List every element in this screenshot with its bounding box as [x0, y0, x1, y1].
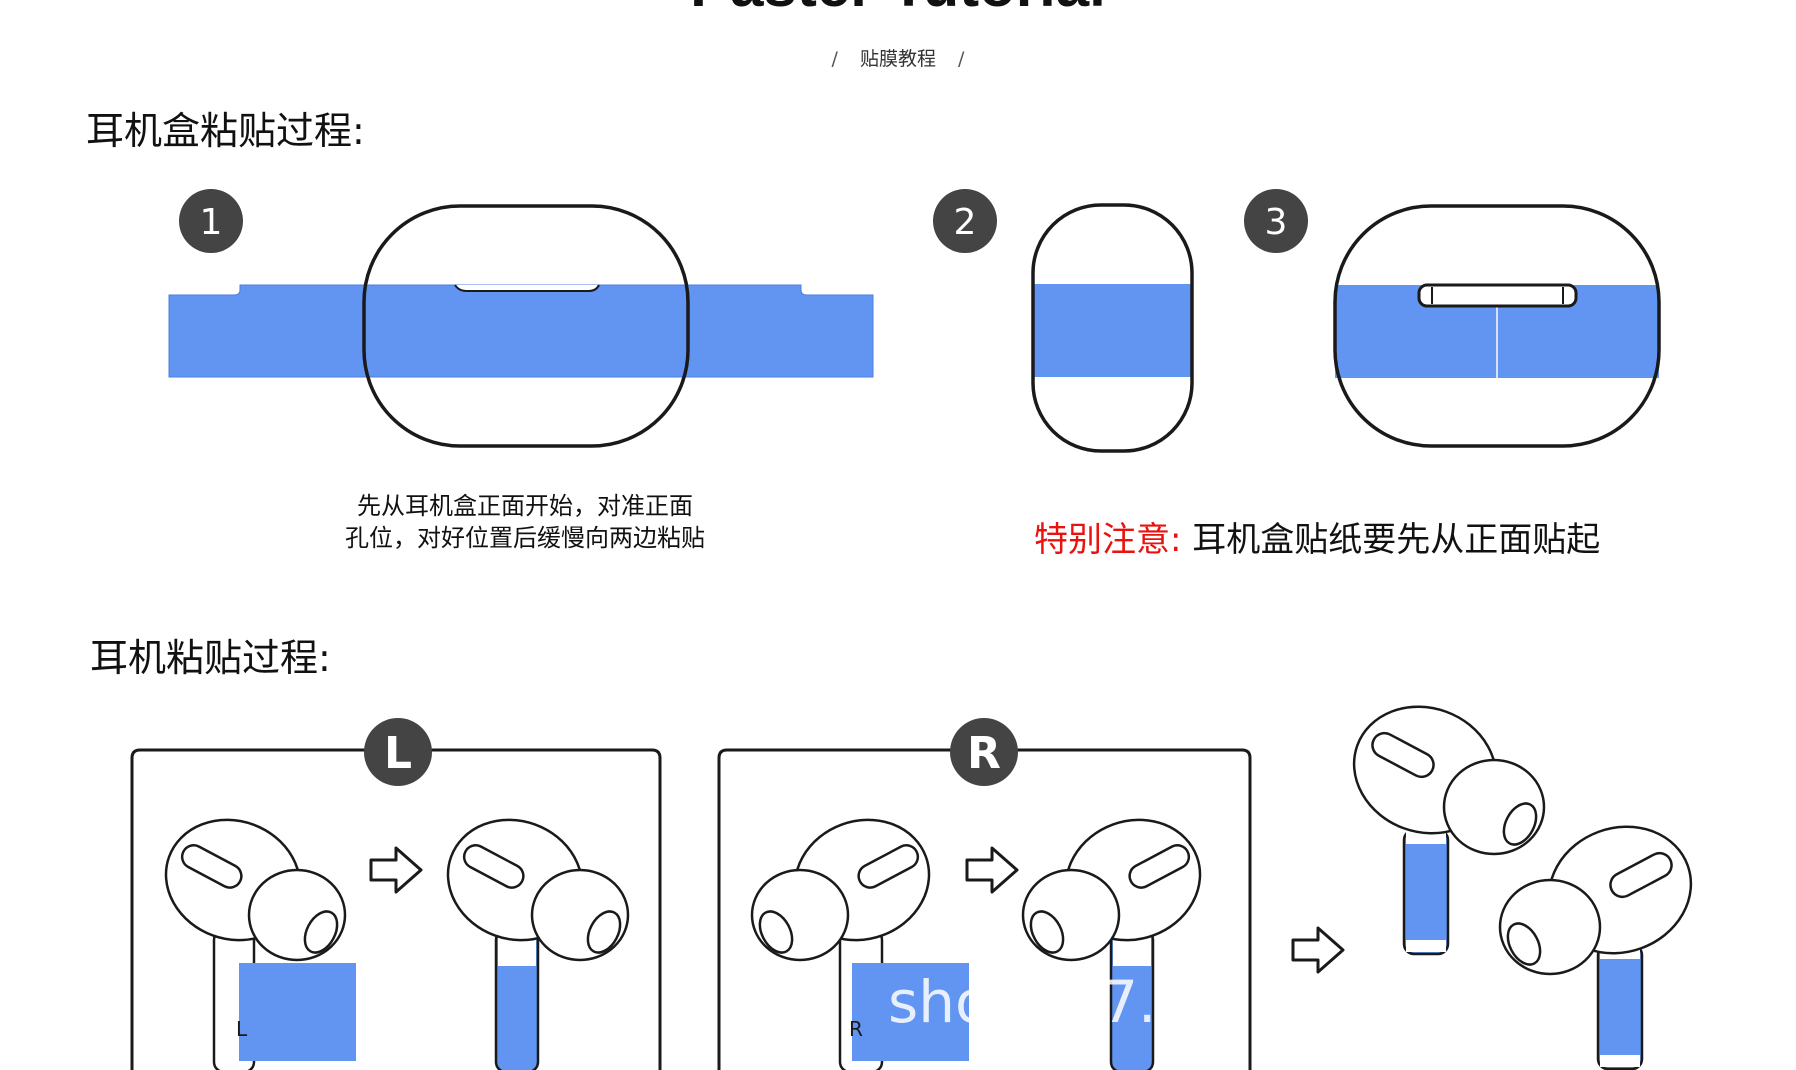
subtitle-slash-right: /	[958, 48, 965, 70]
left-stem-label: L	[236, 1017, 248, 1041]
case-hinge-slot	[454, 284, 600, 292]
caption-line-2: 孔位，对好位置后缓慢向两边粘贴	[345, 524, 705, 552]
case-instruction-caption: 先从耳机盒正面开始，对准正面 孔位，对好位置后缓慢向两边粘贴	[310, 490, 740, 554]
case-back-hinge	[1417, 283, 1578, 308]
step-number-3: 3	[1265, 202, 1288, 243]
right-stem-label: R	[849, 1017, 863, 1041]
case-step-1: 1	[168, 189, 874, 448]
earbud-icon: L	[164, 818, 356, 1070]
earbud-icon	[1021, 818, 1202, 1070]
arrow-right-icon	[965, 846, 1019, 894]
step-badge-1	[179, 189, 243, 253]
right-badge-label: R	[967, 728, 1001, 779]
case-section-heading: 耳机盒粘贴过程:	[86, 109, 365, 153]
unapplied-stem-sticker	[852, 963, 969, 1061]
page-subtitle: / 贴膜教程 /	[0, 44, 1796, 71]
airpods-case-icon	[362, 204, 690, 448]
left-badge-label: L	[384, 728, 412, 779]
final-result	[1291, 705, 1693, 1070]
arrow-right-icon	[369, 846, 423, 894]
case-back-outline	[1333, 204, 1661, 448]
case-side-outline	[1031, 203, 1194, 453]
unapplied-stem-sticker	[239, 963, 356, 1061]
earbud-section-heading: 耳机粘贴过程:	[90, 636, 331, 680]
caption-line-1: 先从耳机盒正面开始，对准正面	[357, 492, 693, 520]
case-step-3: 3	[1244, 189, 1661, 448]
left-earbud-panel: L L	[130, 718, 662, 1070]
step-number-2: 2	[954, 202, 977, 243]
subtitle-text: 贴膜教程	[859, 48, 936, 70]
earbud-icon	[1498, 825, 1693, 1070]
left-badge	[364, 718, 432, 786]
earbud-icon	[446, 818, 630, 1070]
step-badge-2	[933, 189, 997, 253]
case-sticker-strip	[168, 284, 874, 378]
case-side-sticker	[1033, 284, 1192, 377]
notice-label: 特别注意:	[1034, 520, 1182, 560]
right-badge	[950, 718, 1018, 786]
page-title: Paster Tutorial	[0, 0, 1796, 16]
arrow-right-icon	[1291, 926, 1345, 974]
earbud-icon: R	[750, 818, 969, 1070]
case-step-2: 2	[933, 189, 1194, 453]
notice-text: 耳机盒贴纸要先从正面贴起	[1192, 520, 1601, 560]
subtitle-slash-left: /	[831, 48, 838, 70]
special-notice: 特别注意: 耳机盒贴纸要先从正面贴起	[1034, 512, 1600, 561]
earbud-icon	[1352, 705, 1546, 956]
watermark-text: shop227...3.c	[888, 968, 1281, 1036]
step-badge-3	[1244, 189, 1308, 253]
step-number-1: 1	[200, 202, 223, 243]
right-earbud-panel: R R	[717, 718, 1252, 1070]
